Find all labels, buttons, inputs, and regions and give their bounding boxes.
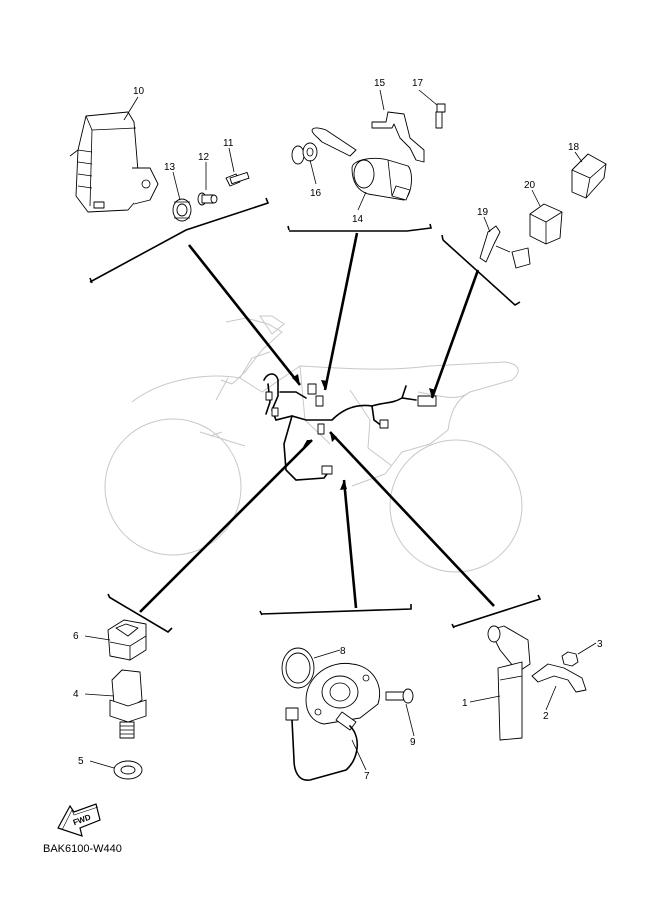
callout-7: 7 <box>364 771 370 782</box>
part-20-relay <box>529 203 563 245</box>
part-5-washer <box>113 760 143 780</box>
callout-8: 8 <box>340 646 346 657</box>
wire-harness <box>263 373 437 481</box>
part-10-ecu <box>69 111 159 213</box>
part-8-o-ring <box>281 647 315 689</box>
callout-17: 17 <box>412 78 424 89</box>
part-17-bolt <box>435 103 446 129</box>
callout-19: 19 <box>477 207 489 218</box>
callout-20: 20 <box>524 180 536 191</box>
part-7-sensor <box>285 662 380 781</box>
part-4-thermo-switch <box>109 669 147 739</box>
diagram-code: BAK6100-W440 <box>43 843 122 855</box>
leader-lines <box>139 232 495 613</box>
callout-5: 5 <box>78 756 84 767</box>
part-3-nut <box>561 651 579 667</box>
part-16-damper <box>291 142 318 165</box>
callout-16: 16 <box>310 188 322 199</box>
callout-ticks <box>84 89 597 771</box>
callout-11: 11 <box>223 138 234 149</box>
callout-6: 6 <box>73 631 79 642</box>
callout-14: 14 <box>352 214 364 225</box>
callout-13: 13 <box>164 162 176 173</box>
part-11-bolt <box>225 171 250 187</box>
callout-18: 18 <box>568 142 580 153</box>
callout-1: 1 <box>462 698 468 709</box>
part-15-bracket <box>371 111 425 163</box>
part-18-rectifier <box>571 153 607 199</box>
motorcycle-silhouette <box>104 315 523 573</box>
callout-3: 3 <box>597 639 603 650</box>
part-13-grommet <box>172 198 192 222</box>
callout-12: 12 <box>198 152 210 163</box>
part-2-bracket <box>531 663 587 693</box>
callout-10: 10 <box>133 86 145 97</box>
part-12-collar <box>197 192 218 206</box>
fwd-arrow-icon: FWD <box>57 803 101 837</box>
part-6-cap <box>107 619 147 661</box>
part-14-ignition-coil <box>311 127 412 201</box>
callout-9: 9 <box>410 737 416 748</box>
part-9-bolt <box>385 688 414 704</box>
callout-numbers: 10 11 12 13 15 17 16 14 18 20 19 6 4 5 8… <box>73 78 603 782</box>
part-19-sensor <box>479 225 531 269</box>
part-1-ignition <box>487 625 531 741</box>
callout-brackets <box>89 197 542 634</box>
callout-15: 15 <box>374 78 386 89</box>
callout-2: 2 <box>543 711 549 722</box>
callout-4: 4 <box>73 689 79 700</box>
